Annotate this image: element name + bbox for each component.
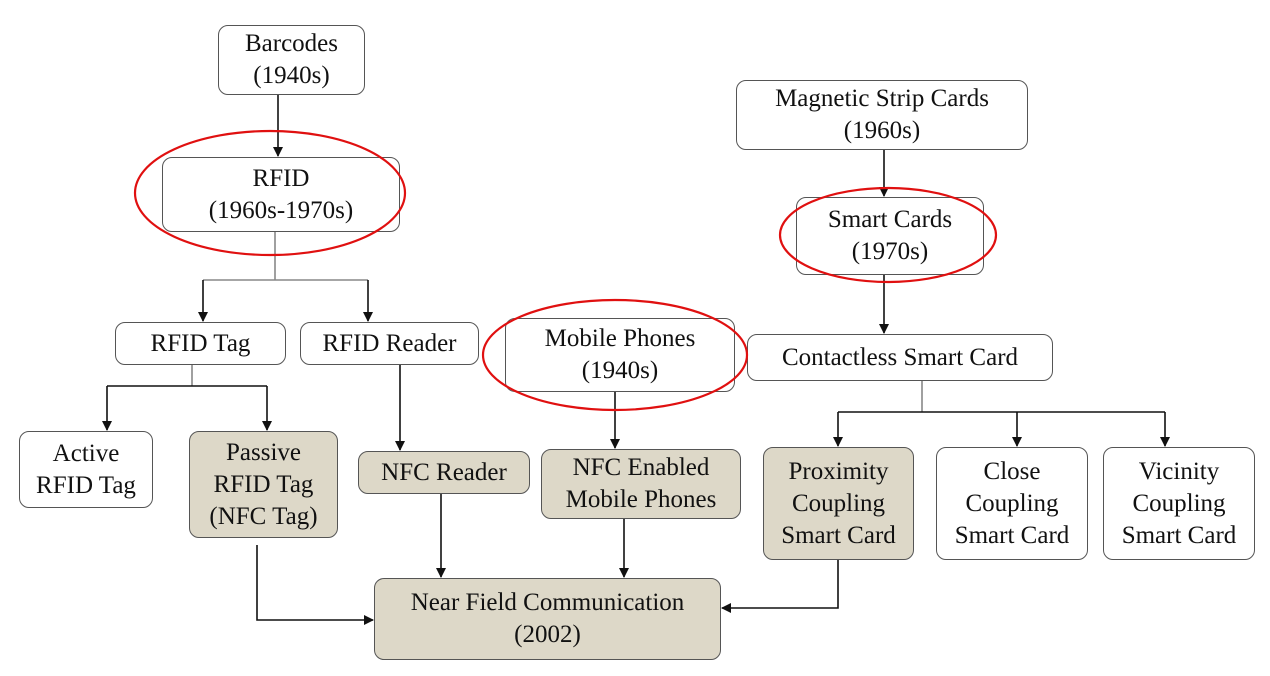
node-rfid: RFID (1960s-1970s) xyxy=(162,157,400,232)
label: Proximity xyxy=(788,457,889,485)
label: Vicinity xyxy=(1138,457,1220,485)
label: Coupling xyxy=(791,489,886,517)
label: Close xyxy=(983,457,1041,485)
label: Coupling xyxy=(1132,489,1226,517)
node-smart-cards: Smart Cards (1970s) xyxy=(796,197,984,275)
label: RFID Tag xyxy=(36,471,136,499)
node-nfc-reader: NFC Reader xyxy=(358,451,530,494)
label: RFID xyxy=(252,164,310,192)
node-barcodes: Barcodes (1940s) xyxy=(218,25,365,95)
label: NFC Enabled xyxy=(572,454,710,481)
label: RFID Reader xyxy=(322,329,457,357)
label: Passive xyxy=(226,438,301,466)
label: Contactless Smart Card xyxy=(781,343,1019,371)
label: (2002) xyxy=(514,621,581,648)
label: Coupling xyxy=(965,489,1059,517)
node-contactless-smart-card: Contactless Smart Card xyxy=(747,334,1053,381)
label: NFC Reader xyxy=(381,458,507,486)
label: Active xyxy=(52,439,120,467)
label: Mobile Phones xyxy=(544,325,696,352)
node-rfid-reader: RFID Reader xyxy=(300,322,479,365)
label: RFID Tag xyxy=(213,470,314,498)
node-magnetic-strip-cards: Magnetic Strip Cards (1960s) xyxy=(736,80,1028,150)
label: Mobile Phones xyxy=(565,486,717,513)
label: (1970s) xyxy=(851,238,929,265)
label: Magnetic Strip Cards xyxy=(775,85,989,112)
node-near-field-communication: Near Field Communication (2002) xyxy=(374,578,721,660)
node-rfid-tag: RFID Tag xyxy=(115,322,286,365)
label: Barcodes xyxy=(244,30,339,57)
label: (1940s) xyxy=(581,357,659,384)
connector-rfid-split xyxy=(203,232,368,281)
label: Near Field Communication xyxy=(410,589,685,616)
label: (NFC Tag) xyxy=(209,502,318,530)
label: Smart Card xyxy=(781,521,896,549)
label: (1960s) xyxy=(843,117,921,144)
arrow-passive-nfc xyxy=(256,545,374,625)
label: Smart Cards xyxy=(827,206,953,233)
arrow-proximity-nfc xyxy=(721,560,839,613)
label: Smart Card xyxy=(954,521,1070,549)
label: (1940s) xyxy=(253,62,330,89)
label: RFID Tag xyxy=(150,329,251,357)
node-mobile-phones: Mobile Phones (1940s) xyxy=(505,318,735,392)
label: (1960s-1970s) xyxy=(208,196,354,224)
label: Smart Card xyxy=(1121,521,1237,549)
